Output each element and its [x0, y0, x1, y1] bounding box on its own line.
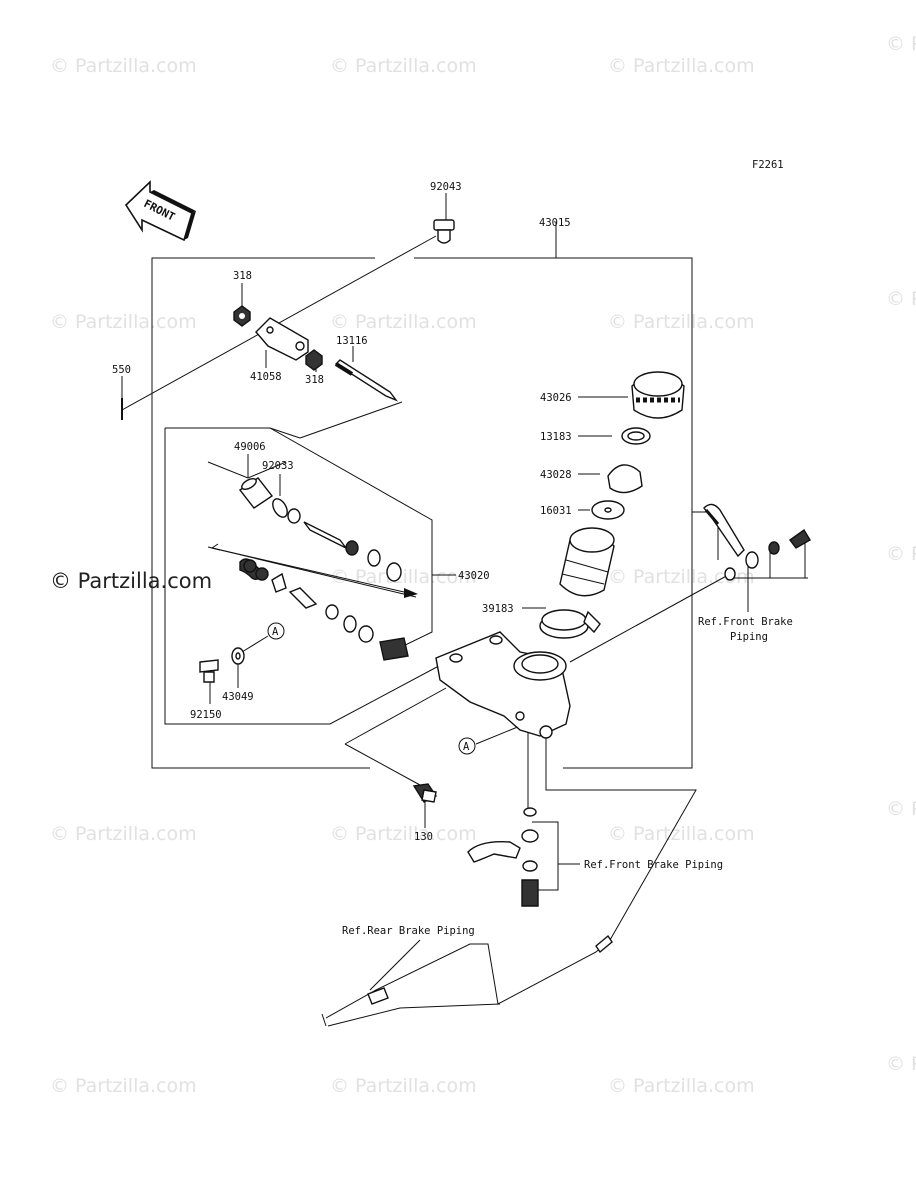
watermark: © Partzilla.com — [50, 823, 197, 845]
part-rear-brake-pipe — [321, 934, 613, 1027]
watermarks: © Partzilla.com © Partzilla.com © Partzi… — [50, 33, 916, 1097]
label-16031: 16031 — [540, 505, 572, 517]
part-16031-float — [591, 500, 625, 520]
watermark: © Partzilla.com — [50, 55, 197, 77]
watermark: © Partzilla.com — [608, 311, 755, 333]
part-39183-clamp — [539, 609, 601, 639]
label-43020: 43020 — [458, 570, 490, 582]
part-49006-boot — [238, 477, 274, 509]
diagram-code: F2261 — [752, 159, 784, 171]
label-49006: 49006 — [234, 441, 266, 453]
watermark: © Partzilla.com — [608, 55, 755, 77]
part-92043-bolt — [433, 219, 455, 244]
assembly-frames — [151, 222, 693, 769]
ref-rear-brake-piping: Ref.Rear Brake Piping — [342, 925, 475, 937]
part-lower-banjo — [467, 807, 539, 907]
label-43049: 43049 — [222, 691, 254, 703]
label-92033: 92033 — [262, 460, 294, 472]
watermark: © Partzilla.com — [50, 1075, 197, 1097]
part-41058-clevis — [255, 317, 309, 361]
watermark: © Partzilla.com — [608, 823, 755, 845]
ref-front-brake-piping-upper: Ref.Front Brake — [698, 616, 793, 628]
label-39183: 39183 — [482, 603, 514, 615]
label-550: 550 — [112, 364, 131, 376]
callout-a-lower: A — [458, 737, 476, 755]
part-318-nut-bottom — [305, 349, 323, 371]
label-43015: 43015 — [539, 217, 571, 229]
label-13183: 13183 — [540, 431, 572, 443]
part-92033-ring — [272, 498, 288, 518]
watermark: © Partzilla.com — [886, 288, 916, 310]
part-130-bolt — [412, 783, 438, 803]
watermark: © Partzilla.com — [608, 1075, 755, 1097]
watermark: © Partzilla.com — [886, 1053, 916, 1075]
ref-front-brake-piping-lower: Ref.Front Brake Piping — [584, 859, 723, 871]
part-labels: 92043 43015 318 41058 318 13116 550 4900… — [112, 181, 572, 843]
watermark: © Partzilla.com — [330, 1075, 477, 1097]
ref-front-brake-piping-upper-2: Piping — [730, 631, 768, 643]
watermark: © Partzilla.com — [330, 55, 477, 77]
label-43028: 43028 — [540, 469, 572, 481]
watermark: © Partzilla.com — [330, 566, 477, 588]
part-43026-cap — [631, 371, 685, 419]
label-13116: 13116 — [336, 335, 368, 347]
part-reservoir — [559, 527, 615, 597]
label-92150: 92150 — [190, 709, 222, 721]
part-13183-plate — [621, 427, 651, 445]
label-318-top: 318 — [233, 270, 252, 282]
label-92043: 92043 — [430, 181, 462, 193]
part-43049-washer — [231, 647, 245, 665]
part-43028-diaphragm — [607, 464, 643, 494]
part-92150-bolt — [199, 659, 219, 683]
callout-a-label: A — [463, 741, 470, 753]
watermark: © Partzilla.com — [886, 33, 916, 55]
label-130: 130 — [414, 831, 433, 843]
watermark: © Partzilla.com — [886, 543, 916, 565]
watermark: © Partzilla.com — [608, 566, 755, 588]
label-41058: 41058 — [250, 371, 282, 383]
watermark: © Partzilla.com — [886, 798, 916, 820]
part-43020-piston-kit — [210, 508, 418, 661]
reference-labels: Ref.Front Brake Piping Ref.Front Brake P… — [342, 616, 793, 937]
label-43026: 43026 — [540, 392, 572, 404]
watermark: © Partzilla.com — [330, 311, 477, 333]
part-13116-rod — [334, 359, 399, 402]
callout-a-upper: A — [267, 622, 285, 640]
watermark: © Partzilla.com — [330, 823, 477, 845]
part-318-nut-top — [233, 305, 251, 327]
watermark-prominent: © Partzilla.com — [50, 569, 212, 593]
watermark: © Partzilla.com — [50, 311, 197, 333]
front-arrow-icon: FRONT — [124, 180, 196, 242]
part-master-cylinder-body — [435, 631, 571, 739]
callout-a-label: A — [272, 626, 279, 638]
part-front-brake-hose — [703, 503, 811, 581]
label-318-bottom: 318 — [305, 374, 324, 386]
